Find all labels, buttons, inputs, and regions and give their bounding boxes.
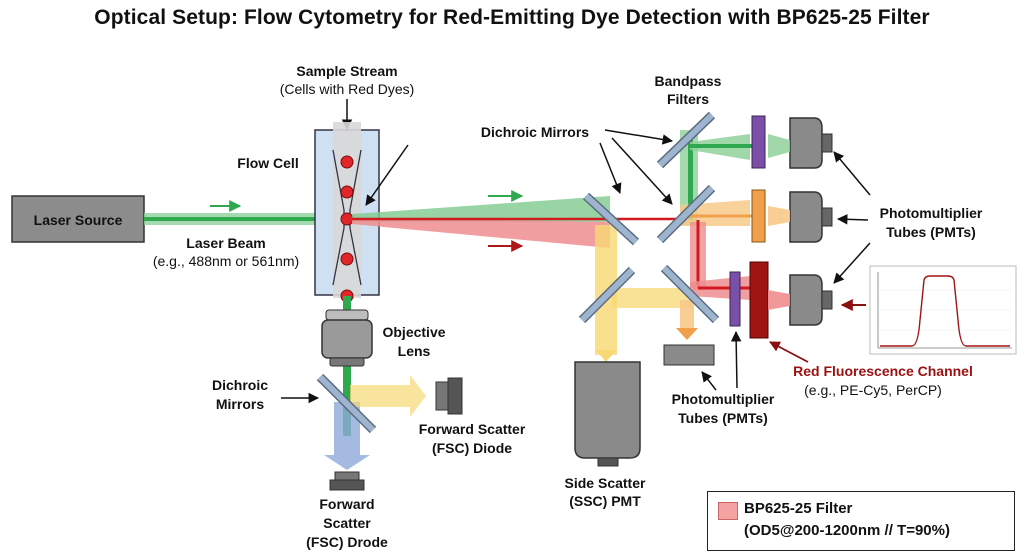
- diode-icon: [435, 377, 463, 415]
- dichroic-mirrors-left-label: Dichroic: [212, 377, 268, 393]
- ssc-pmt-icon: [574, 361, 641, 467]
- diagram-title: Optical Setup: Flow Cytometry for Red-Em…: [94, 6, 930, 29]
- fsc-drode-label-2: Scatter: [323, 515, 371, 531]
- pmt-bottom-label: Photomultiplier: [672, 391, 775, 407]
- laser-beam-sub-label: (e.g., 488nm or 561nm): [153, 253, 299, 269]
- bandpass-filters-label-2: Filters: [667, 91, 709, 107]
- red-channel-label: Red Fluorescence Channel: [793, 363, 973, 379]
- red-emission-beam: [352, 218, 610, 248]
- pmt-icon: [789, 274, 833, 326]
- legend-swatch: [718, 502, 738, 520]
- pmt-small-box: [663, 344, 715, 366]
- sample-stream-label: Sample Stream: [296, 63, 397, 79]
- objective-lens-label: Objective: [382, 324, 445, 340]
- pmt-right-label-2: Tubes (PMTs): [886, 224, 976, 240]
- diode-icon: [329, 471, 365, 491]
- ssc-pmt-label: Side Scatter: [565, 475, 646, 491]
- filter-icon: [751, 115, 766, 169]
- fsc-drode-label-3: (FSC) Drode: [306, 534, 388, 550]
- sample-stream-sub-label: (Cells with Red Dyes): [280, 81, 415, 97]
- green-scatter-beam: [352, 196, 610, 222]
- laser-source-label: Laser Source: [34, 212, 123, 228]
- legend-line-1: BP625-25 Filter: [744, 500, 853, 517]
- legend-box: BP625-25 Filter (OD5@200-1200nm // T=90%…: [707, 491, 1015, 551]
- bp625-filter: [749, 261, 769, 339]
- dichroic-mirrors-top-label: Dichroic Mirrors: [481, 124, 589, 140]
- filter-icon: [751, 189, 766, 243]
- spectrum-plot-icon: [869, 265, 1017, 355]
- pmt-right-label: Photomultiplier: [880, 205, 983, 221]
- flow-cell-label: Flow Cell: [237, 155, 298, 171]
- pmt-bottom-label-2: Tubes (PMTs): [678, 410, 768, 426]
- filter-icon: [729, 271, 741, 327]
- objective-lens-icon: [321, 309, 373, 367]
- legend-line-2: (OD5@200-1200nm // T=90%): [744, 522, 950, 539]
- fsc-drode-label: Forward: [319, 496, 374, 512]
- ssc-pmt-label-2: (SSC) PMT: [569, 493, 641, 509]
- laser-beam-label: Laser Beam: [186, 235, 265, 251]
- pmt-icon: [789, 191, 833, 243]
- pmt-icon: [789, 117, 833, 169]
- objective-lens-label-2: Lens: [398, 343, 431, 359]
- dichroic-mirrors-left-label-2: Mirrors: [216, 396, 264, 412]
- fsc-diode-label-2: (FSC) Diode: [432, 440, 512, 456]
- bandpass-filters-label: Bandpass: [655, 73, 722, 89]
- fsc-diode-label: Forward Scatter: [419, 421, 526, 437]
- red-channel-sub-label: (e.g., PE-Cy5, PerCP): [804, 382, 942, 398]
